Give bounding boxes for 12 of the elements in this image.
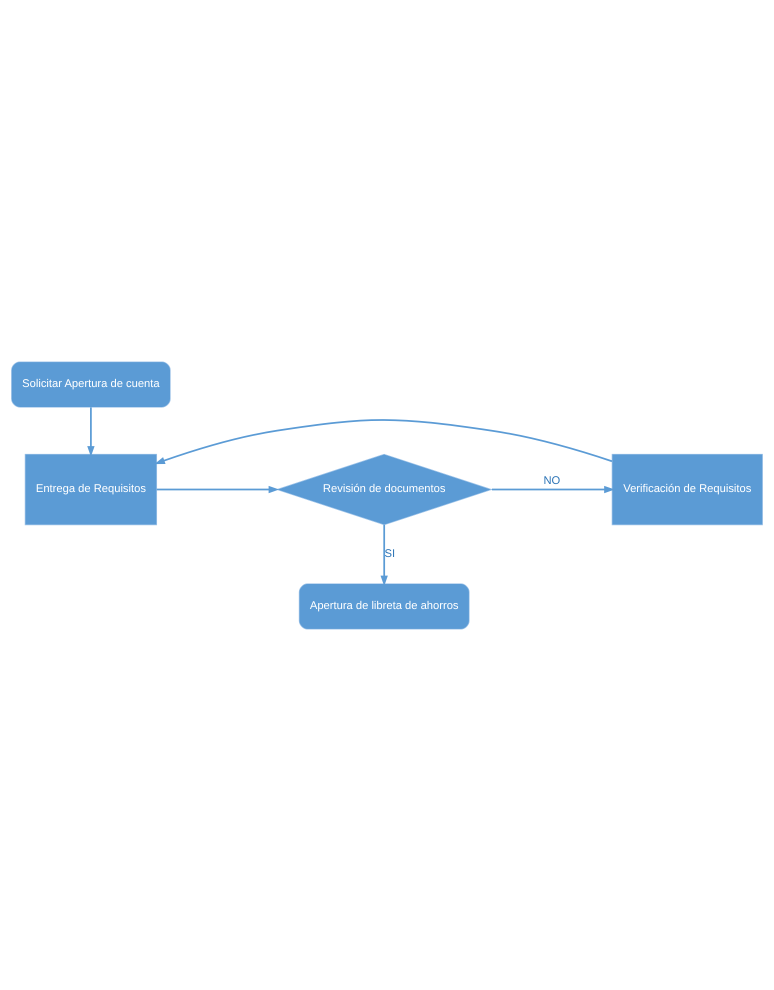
arrow: [154, 418, 612, 464]
node-box: Solicitar Apertura de cuenta: [11, 360, 171, 408]
arrow: [492, 485, 615, 493]
node-diamond: Revisión de documentos: [276, 453, 493, 525]
arrow: [87, 406, 95, 456]
arrow: [156, 485, 280, 493]
node-box: Apertura de libreta de ahorros: [298, 582, 470, 630]
edge-label: SI: [384, 547, 396, 560]
node-box: Verificación de Requisitos: [612, 453, 763, 525]
node-box: Entrega de Requisitos: [24, 453, 158, 525]
arrow: [380, 524, 388, 586]
edge-label: NO: [543, 474, 560, 486]
